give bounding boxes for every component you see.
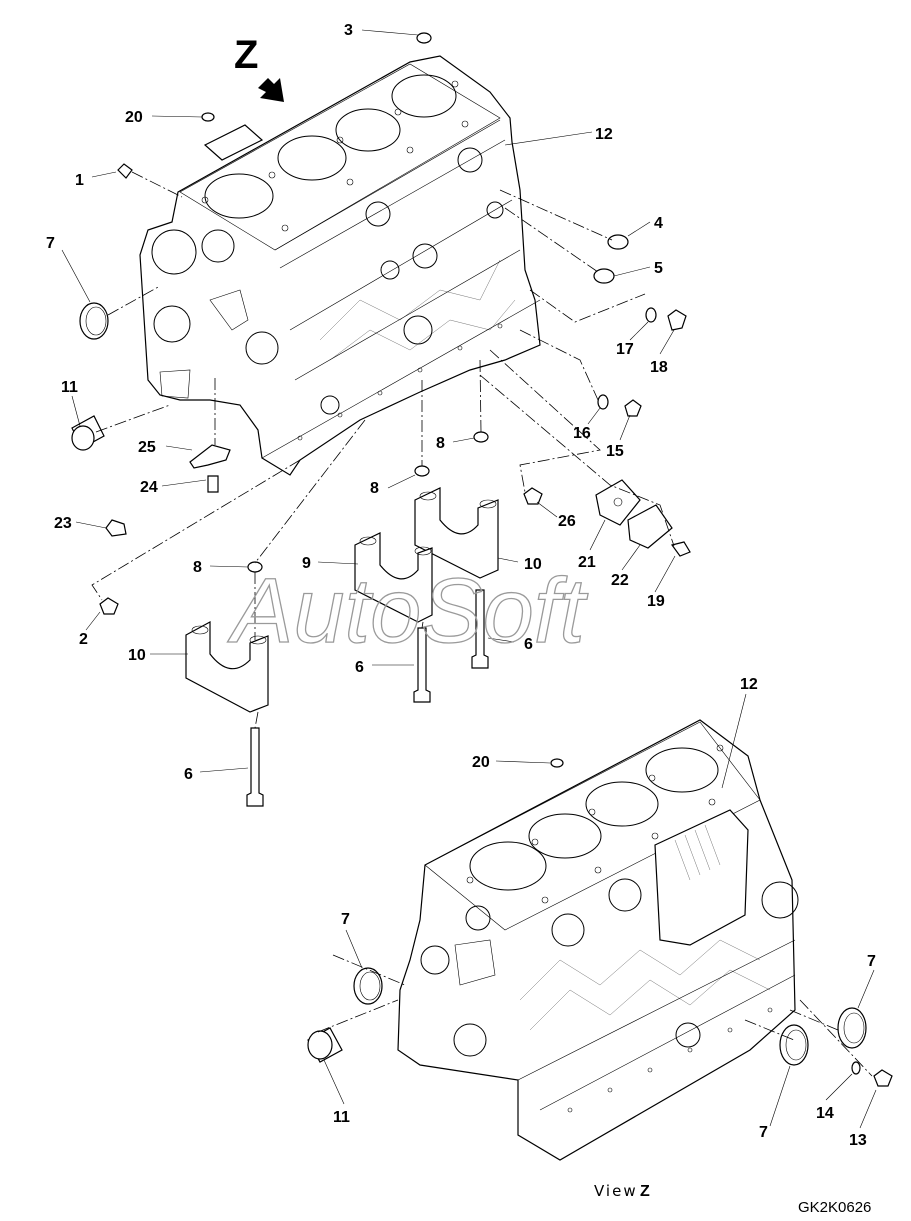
view-caption-letter: Z bbox=[640, 1183, 650, 1200]
part-8-dowel-b bbox=[414, 465, 430, 477]
callout-26: 26 bbox=[558, 513, 576, 530]
callout-25: 25 bbox=[138, 439, 156, 456]
view-z-marker: Z bbox=[234, 33, 284, 102]
callout-6a: 6 bbox=[524, 636, 533, 653]
part-19-bolt bbox=[670, 541, 691, 557]
part-7-seal-lower-middle bbox=[779, 1024, 809, 1066]
callout-9: 9 bbox=[302, 555, 311, 572]
part-25-jet bbox=[189, 444, 231, 469]
part-8-dowel-a bbox=[473, 431, 489, 443]
upper-loose-parts bbox=[71, 32, 691, 615]
callout-8a: 8 bbox=[436, 435, 445, 452]
figure-code: GK2K0626 bbox=[798, 1199, 871, 1216]
callout-3: 3 bbox=[344, 22, 353, 39]
callout-14-lower: 14 bbox=[816, 1105, 834, 1122]
callout-5: 5 bbox=[654, 260, 663, 277]
callout-7-lower-left: 7 bbox=[341, 911, 350, 928]
callouts-upper: 3 20 1 7 12 4 5 17 18 11 25 24 16 15 8 8… bbox=[46, 22, 668, 783]
callout-10b: 10 bbox=[128, 647, 146, 664]
callout-18: 18 bbox=[650, 359, 668, 376]
callout-16: 16 bbox=[573, 425, 591, 442]
view-z-letter: Z bbox=[234, 33, 258, 77]
part-14-oring bbox=[851, 1061, 861, 1075]
callout-20-lower: 20 bbox=[472, 754, 490, 771]
part-7-seal-lower-right bbox=[837, 1007, 867, 1049]
part-24-bolt bbox=[207, 475, 219, 493]
part-7-seal bbox=[79, 302, 109, 340]
leader-lines bbox=[61, 29, 877, 1129]
callout-8b: 8 bbox=[370, 480, 379, 497]
callout-2: 2 bbox=[79, 631, 88, 648]
callout-11-lower: 11 bbox=[333, 1109, 350, 1126]
part-20-plug-lower bbox=[550, 758, 564, 768]
part-22-cover bbox=[627, 504, 673, 549]
part-1-plug bbox=[117, 163, 133, 179]
callouts-lower: 12 20 7 7 11 7 14 13 bbox=[333, 676, 876, 1149]
callout-13-lower: 13 bbox=[849, 1132, 867, 1149]
view-z-arrow bbox=[258, 78, 284, 102]
cylinder-block-upper bbox=[139, 55, 541, 476]
callout-6b: 6 bbox=[355, 659, 364, 676]
part-13-plug bbox=[873, 1069, 893, 1087]
callout-19: 19 bbox=[647, 593, 665, 610]
cylinder-block-lower bbox=[397, 719, 799, 1161]
callout-15: 15 bbox=[606, 443, 624, 460]
view-z-caption: View Z bbox=[594, 1182, 650, 1200]
callout-23: 23 bbox=[54, 515, 72, 532]
callout-20: 20 bbox=[125, 109, 143, 126]
part-21-gasket bbox=[595, 479, 641, 526]
callout-7-lower-right: 7 bbox=[867, 953, 876, 970]
part-6-bolt-b bbox=[471, 589, 489, 669]
part-17-oring bbox=[645, 307, 657, 323]
callout-11: 11 bbox=[61, 379, 78, 396]
part-26-plug bbox=[523, 487, 543, 505]
callout-22: 22 bbox=[611, 572, 629, 589]
watermark-text: AutoSoft bbox=[227, 560, 588, 662]
part-2-plug bbox=[99, 597, 119, 615]
part-7-seal-lower-left bbox=[353, 967, 383, 1005]
part-23-plug bbox=[105, 519, 127, 537]
part-6-bolt-c bbox=[246, 727, 264, 807]
part-15-plug bbox=[624, 399, 642, 417]
callout-7-lower-middle: 7 bbox=[759, 1124, 768, 1141]
part-3-plug bbox=[416, 32, 432, 44]
assembly-lines bbox=[91, 171, 873, 1077]
callout-4: 4 bbox=[654, 215, 663, 232]
callout-7: 7 bbox=[46, 235, 55, 252]
callout-17: 17 bbox=[616, 341, 634, 358]
lower-loose-parts bbox=[307, 758, 893, 1087]
part-18-plug bbox=[667, 309, 687, 331]
callout-24: 24 bbox=[140, 479, 158, 496]
part-4-seal bbox=[607, 234, 629, 250]
part-20-plug bbox=[201, 112, 215, 122]
callout-12: 12 bbox=[595, 126, 613, 143]
callout-10a: 10 bbox=[524, 556, 542, 573]
bearing-caps bbox=[185, 487, 499, 807]
callout-8c: 8 bbox=[193, 559, 202, 576]
part-16-oring bbox=[597, 394, 609, 410]
callout-6c: 6 bbox=[184, 766, 193, 783]
view-caption-prefix: View bbox=[594, 1182, 638, 1200]
callout-1: 1 bbox=[75, 172, 84, 189]
part-6-bolt-a bbox=[413, 627, 431, 703]
callout-21: 21 bbox=[578, 554, 596, 571]
callout-12-lower: 12 bbox=[740, 676, 758, 693]
